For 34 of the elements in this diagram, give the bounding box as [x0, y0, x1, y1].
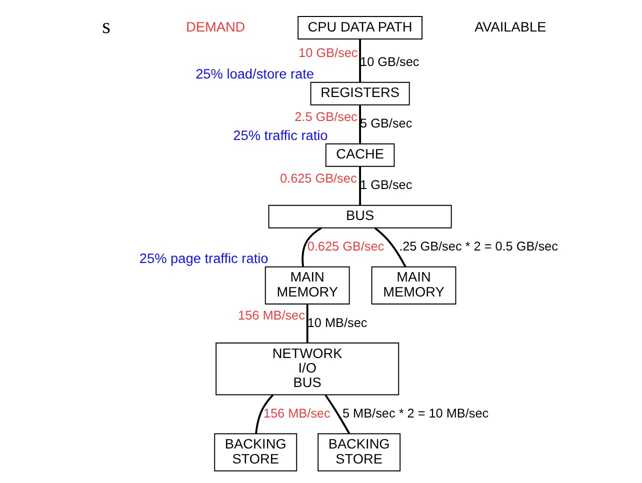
connector: [358, 166, 361, 206]
edge-label: 156 MB/sec: [262, 406, 330, 421]
node-box: MAIN MEMORY: [264, 266, 350, 304]
edge-label: 1 GB/sec: [360, 178, 412, 192]
node-box: BUS: [268, 204, 452, 228]
connector: [301, 227, 322, 267]
connector: [306, 304, 308, 343]
connector: [358, 104, 361, 144]
node-label: 25% load/store rate: [195, 66, 314, 82]
connector: [254, 394, 274, 434]
connector: [374, 227, 406, 268]
edge-label: 10 GB/sec: [360, 55, 419, 70]
node-label: 25% traffic ratio: [232, 128, 328, 144]
node-label: 25% page traffic ratio: [138, 251, 268, 266]
edge-label: 5 MB/sec * 2 = 10 MB/sec: [342, 406, 488, 421]
connector: [358, 38, 361, 82]
edge-label: 5 GB/sec: [360, 116, 412, 131]
label: 2.5 GB/sec: [294, 110, 357, 124]
edge-label: 0.625 GB/sec: [306, 240, 384, 254]
node-box: NETWORK I/O BUS: [215, 342, 399, 396]
node-box: MAIN MEMORY: [370, 266, 456, 304]
label: 156 MB/sec: [238, 308, 304, 322]
label: AVAILABLE: [474, 19, 546, 34]
connector: [324, 394, 350, 434]
label: DEMAND: [185, 19, 245, 34]
node-box: CPU DATA PATH: [297, 16, 422, 40]
label: s: [102, 14, 110, 38]
node-box: CACHE: [324, 143, 394, 167]
node-box: BACKING STORE: [214, 433, 297, 472]
label: 10 GB/sec: [298, 46, 358, 60]
node-box: REGISTERS: [310, 82, 410, 106]
node-box: BACKING STORE: [317, 433, 400, 472]
edge-label: .25 GB/sec * 2 = 0.5 GB/sec: [398, 240, 558, 254]
label: 0.625 GB/sec: [280, 171, 356, 186]
